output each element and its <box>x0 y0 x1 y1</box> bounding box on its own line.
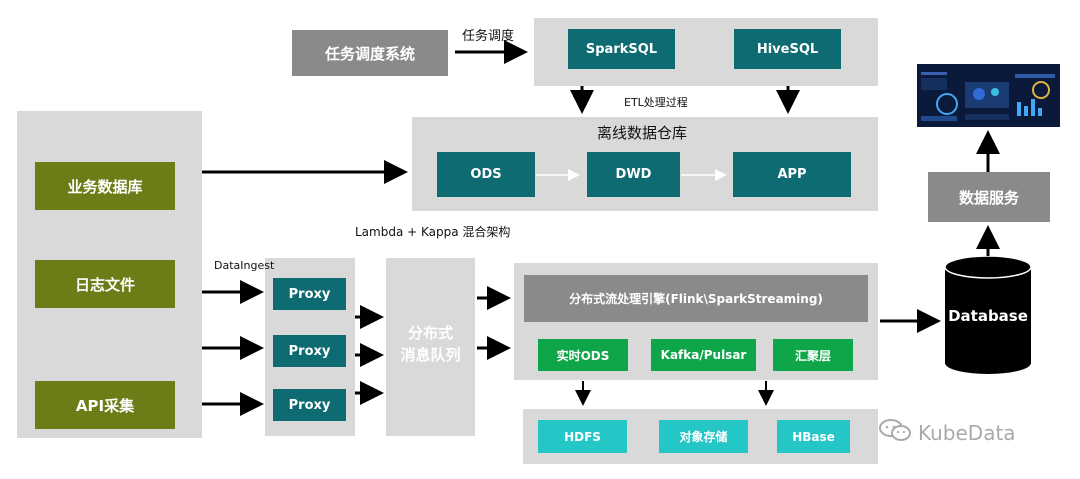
storage-hdfs: HDFS <box>538 420 627 453</box>
database-cylinder: Database <box>944 255 1032 375</box>
scheduler-box: 任务调度系统 <box>292 30 448 76</box>
proxy-node-1: Proxy <box>273 278 346 310</box>
source-business-db: 业务数据库 <box>35 162 175 210</box>
warehouse-layer-app: APP <box>733 152 851 197</box>
storage-hbase: HBase <box>777 420 850 453</box>
proxy-node-3: Proxy <box>273 389 346 421</box>
proxy-node-2: Proxy <box>273 335 346 367</box>
database-label: Database <box>948 307 1028 325</box>
source-log-files: 日志文件 <box>35 260 175 308</box>
ingest-label: DataIngest <box>214 259 275 272</box>
stream-output-agg: 汇聚层 <box>773 339 853 371</box>
source-api: API采集 <box>35 381 175 429</box>
dashboard-thumbnail-image <box>917 64 1060 127</box>
queue-line-2: 消息队列 <box>400 346 461 364</box>
storage-object: 对象存储 <box>659 420 748 453</box>
queue-panel <box>386 258 475 436</box>
sparksql-node: SparkSQL <box>568 29 675 69</box>
stream-output-ods: 实时ODS <box>538 339 628 371</box>
watermark: KubeData <box>878 418 1016 448</box>
wechat-icon <box>878 419 912 445</box>
architecture-label: Lambda + Kappa 混合架构 <box>355 225 511 239</box>
data-service-box: 数据服务 <box>928 172 1050 222</box>
warehouse-title: 离线数据仓库 <box>596 124 687 142</box>
queue-line-1: 分布式 <box>407 324 453 342</box>
etl-edge-label: ETL处理过程 <box>624 96 688 109</box>
scheduler-edge-label: 任务调度 <box>462 29 515 44</box>
watermark-text: KubeData <box>918 421 1016 445</box>
warehouse-layer-dwd: DWD <box>587 152 680 197</box>
message-queue-label: 分布式 消息队列 <box>386 322 475 366</box>
stream-output-kafka: Kafka/Pulsar <box>651 339 756 371</box>
hivesql-node: HiveSQL <box>734 29 841 69</box>
warehouse-layer-ods: ODS <box>437 152 535 197</box>
stream-engine: 分布式流处理引擎(Flink\SparkStreaming) <box>524 275 868 322</box>
